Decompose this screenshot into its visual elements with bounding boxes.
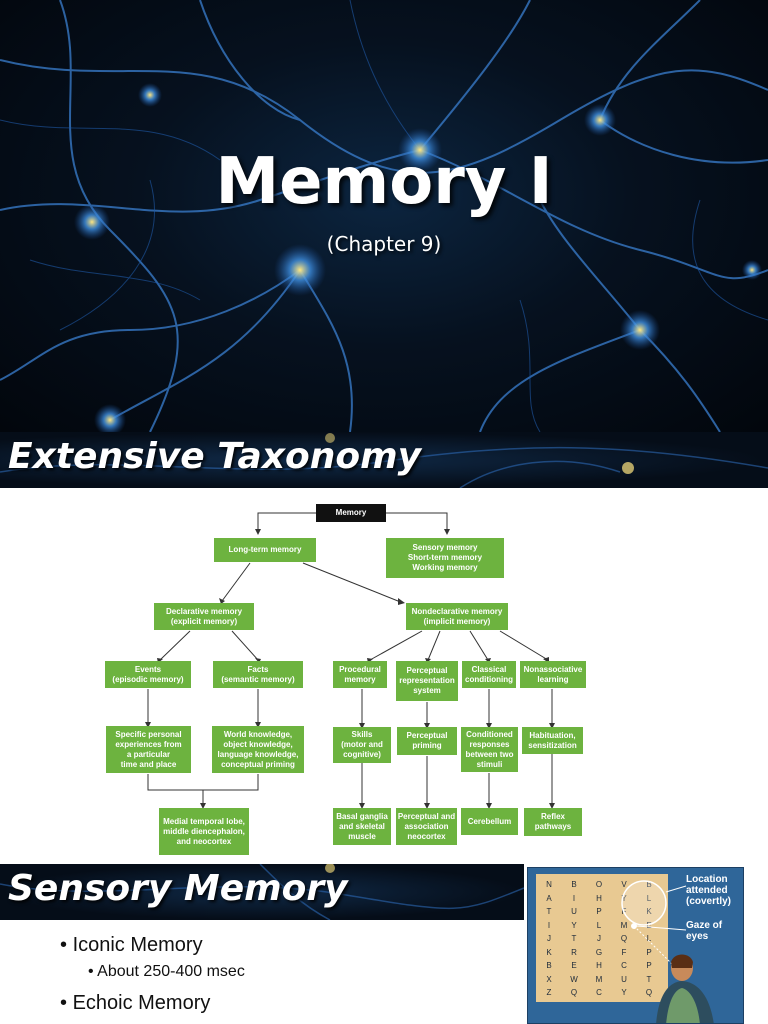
sub-bullet-item: • About 250-400 msec [88,963,245,980]
grid-letter: F [621,947,627,957]
grid-letter: C [596,988,602,997]
grid-letter: P [646,961,652,970]
taxonomy-connectors [145,512,555,809]
node-world-knowledge: World knowledge, object knowledge, langu… [212,726,304,773]
node-classical-conditioning: Classical conditioning [462,661,516,688]
grid-letter: K [644,907,654,916]
node-perceptual-association-neocortex: Perceptual and association neocortex [396,808,457,845]
slide-title: Memory I [215,145,553,219]
node-long-term-memory: Long-term memory [214,538,316,562]
grid-letter: B [546,961,552,970]
node-medial-temporal-lobe: Medial temporal lobe, middle diencephalo… [159,808,249,855]
grid-letter: J [597,934,601,943]
label-location-attended: Location attended (covertly) [686,874,732,907]
grid-letter: L [646,934,652,943]
node-habituation-sensitization: Habituation, sensitization [522,727,583,754]
grid-letter: H [596,893,602,903]
bullet-text: Iconic Memory [72,934,203,956]
attention-annotation-lines [621,880,714,1023]
node-cerebellum: Cerebellum [461,808,518,835]
grid-letter: Q [620,934,628,943]
grid-letter: L [644,894,654,903]
grid-letter: U [571,907,577,916]
title-slide: Memory I (Chapter 9) [0,0,768,432]
node-memory: Memory [316,504,386,522]
grid-letter: T [546,907,552,916]
node-reflex-pathways: Reflex pathways [524,808,582,836]
grid-letter: K [546,947,552,957]
slide-heading: Extensive Taxonomy [8,436,422,477]
taxonomy-slide: Extensive Taxonomy [0,432,768,864]
node-skills: Skills (motor and cognitive) [333,727,391,763]
grid-letter: P [646,947,652,957]
neuron-banner-image [0,864,524,920]
grid-letter: M [620,920,628,930]
neuron-background-image [0,0,768,432]
grid-letter: G [595,947,603,957]
bullet-text: About 250-400 msec [97,963,245,980]
grid-letter: L [596,920,602,930]
node-declarative-memory: Declarative memory (explicit memory) [154,603,254,630]
node-sensory-short-working-memory: Sensory memory Short-term memory Working… [386,538,504,578]
grid-letter: I [547,920,551,930]
slide-header-banner: Sensory Memory [0,864,524,920]
node-procedural-memory: Procedural memory [333,661,387,688]
grid-letter: E [571,961,577,970]
grid-letter: Y [621,988,627,997]
grid-letter: M [595,974,603,984]
bullet-text: Echoic Memory [72,992,211,1014]
grid-letter: O [595,880,603,889]
node-specific-personal-experiences: Specific personal experiences from a par… [106,726,191,773]
bullet-item: • Echoic Memory [60,992,211,1014]
grid-letter: U [621,974,627,984]
grid-letter: T [646,974,652,984]
grid-letter: P [596,907,602,916]
grid-letter: X [546,974,552,984]
node-perceptual-priming: Perceptual priming [397,727,457,755]
node-nondeclarative-memory: Nondeclarative memory (implicit memory) [406,603,508,630]
node-nonassociative-learning: Nonassociative learning [520,661,586,688]
grid-letter: R [571,947,577,957]
grid-letter: H [596,961,602,970]
covert-attention-figure: NBOVBAIHYLTUPFKIYLMEJTJQLKRGFPBEHCPXWMUT… [527,867,744,1024]
grid-letter: I [572,893,576,903]
slide-header-banner: Extensive Taxonomy [0,432,768,488]
node-events: Events (episodic memory) [105,661,191,688]
grid-letter: Y [571,920,577,930]
grid-letter: J [547,934,551,943]
grid-letter: C [621,961,627,970]
neuron-banner-image [0,433,768,488]
slide-heading: Sensory Memory [8,868,348,909]
grid-letter: V [621,880,627,889]
node-conditioned-responses: Conditioned responses between two stimul… [461,727,518,772]
grid-letter: N [546,880,552,889]
grid-letter: B [644,880,654,889]
bullet-item: • Iconic Memory [60,934,203,956]
grid-letter: Y [619,894,629,903]
node-facts: Facts (semantic memory) [213,661,303,688]
sensory-memory-slide: Sensory Memory • Iconic Memory • About 2… [0,864,768,1024]
grid-letter: B [571,880,577,889]
grid-letter: Z [546,988,552,997]
grid-letter: W [570,974,578,984]
slide-subtitle: (Chapter 9) [326,232,442,256]
grid-letter: Q [645,988,653,997]
node-perceptual-representation-system: Perceptual representation system [396,661,458,701]
grid-letter: T [571,934,577,943]
node-basal-ganglia: Basal ganglia and skeletal muscle [333,808,391,845]
label-gaze-of-eyes: Gaze of eyes [686,920,723,942]
grid-letter: Q [570,988,578,997]
grid-letter: A [546,893,552,903]
